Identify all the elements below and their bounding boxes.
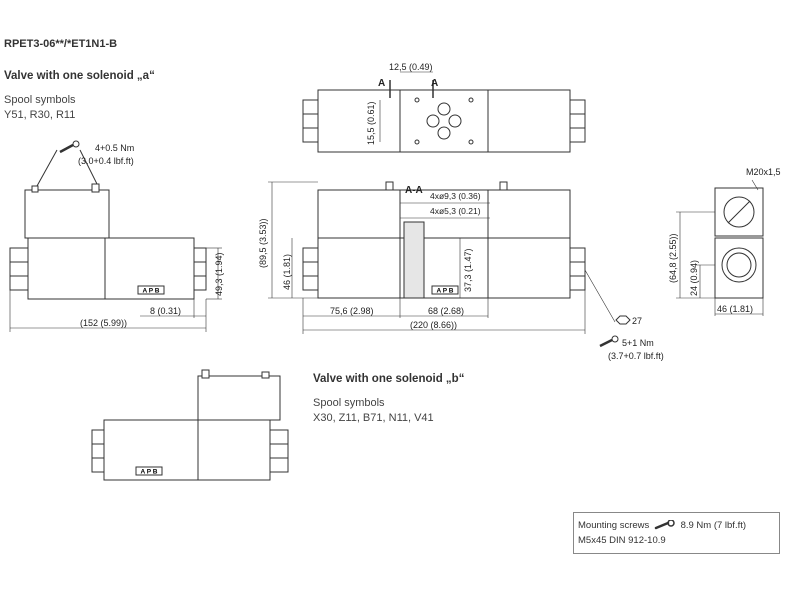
product-code-title: RPET3-06**/*ET1N1-B bbox=[4, 38, 118, 50]
end-view: M20x1,5 (64,8 (2.55)) 24 (0.94) 46 (1.81… bbox=[668, 167, 781, 316]
coil-body bbox=[27, 237, 195, 300]
dim-46-height: 46 (1.81) bbox=[282, 254, 292, 290]
dim-75-6: 75,6 (2.98) bbox=[330, 306, 374, 316]
variant-a-heading: Valve with one solenoid „a“ bbox=[4, 70, 155, 82]
top-view: A A 12,5 (0.49) 15,5 (0.61) bbox=[302, 62, 586, 153]
nameplate-label-b: A P B bbox=[141, 469, 158, 476]
nameplate-label: A P B bbox=[143, 288, 160, 295]
dim-torque-nut-2: (3.7+0.7 lbf.ft) bbox=[608, 351, 664, 361]
port-a bbox=[426, 114, 440, 128]
section-cut bbox=[403, 221, 425, 299]
hex-wrench-icon bbox=[615, 315, 631, 325]
front-section-view: A P B A-A 4xø9,3 (0.36) 4xø5,3 (0.21) 37… bbox=[258, 181, 664, 361]
dim-12-5: 12,5 (0.49) bbox=[389, 62, 433, 72]
solenoid-housing bbox=[24, 189, 110, 239]
section-title: A-A bbox=[405, 185, 423, 196]
dim-220: (220 (8.66)) bbox=[410, 320, 457, 330]
section-mark-left: A bbox=[378, 78, 385, 89]
front-upper-body bbox=[317, 189, 571, 239]
dim-torque-top-2: (3.0+0.4 lbf.ft) bbox=[78, 156, 134, 166]
variant-a-spool-list: Y51, R30, R11 bbox=[4, 109, 76, 121]
mounting-screws-box: Mounting screws 8.9 Nm (7 lbf.ft) M5x45 … bbox=[573, 512, 780, 554]
port-b bbox=[448, 114, 462, 128]
variant-a-spool-label: Spool symbols bbox=[4, 94, 76, 106]
dim-torque-nut-1: 5+1 Nm bbox=[622, 338, 654, 348]
mounting-screws-line: Mounting screws 8.9 Nm (7 lbf.ft) bbox=[578, 519, 747, 531]
dim-24: 24 (0.94) bbox=[689, 260, 699, 296]
side-view-solenoid-b: A P B bbox=[91, 369, 289, 481]
dim-46-width: 46 (1.81) bbox=[717, 304, 753, 314]
mounting-screws-label: Mounting screws bbox=[578, 520, 650, 531]
top-body bbox=[317, 89, 571, 153]
variant-b-heading: Valve with one solenoid „b“ bbox=[313, 373, 465, 385]
dim-torque-top-1: 4+0.5 Nm bbox=[95, 143, 134, 153]
end-view-connector bbox=[714, 187, 764, 237]
dim-wrench-size: 27 bbox=[632, 316, 642, 326]
port-t bbox=[437, 126, 451, 140]
dim-68: 68 (2.68) bbox=[428, 306, 464, 316]
variant-b-spool-list: X30, Z11, B71, N11, V41 bbox=[313, 412, 434, 424]
dim-64-8: (64,8 (2.55)) bbox=[668, 233, 678, 283]
dim-89-5: (89,5 (3.53)) bbox=[258, 218, 268, 268]
section-mark-right: A bbox=[431, 78, 438, 89]
connector-plug bbox=[9, 247, 29, 291]
side-view-solenoid-a: A P B 4+0.5 Nm (3.0+0.4 lbf.ft) 49,3 (1.… bbox=[9, 140, 224, 332]
dim-8: 8 (0.31) bbox=[150, 306, 181, 316]
variant-b-spool-label: Spool symbols bbox=[313, 397, 385, 409]
dim-37-3: 37,3 (1.47) bbox=[463, 248, 473, 292]
solenoid-b-housing bbox=[197, 375, 281, 421]
dim-152: (152 (5.99)) bbox=[80, 318, 127, 328]
dim-thread: M20x1,5 bbox=[746, 167, 781, 177]
dim-15-5: 15,5 (0.61) bbox=[366, 101, 376, 145]
dim-5-3: 4xø5,3 (0.21) bbox=[430, 206, 481, 216]
nameplate bbox=[137, 285, 165, 295]
locking-nut bbox=[193, 247, 207, 291]
torque-wrench-icon bbox=[654, 519, 675, 530]
dim-49-3: 49,3 (1.94) bbox=[214, 252, 224, 296]
port-p bbox=[437, 102, 451, 116]
dim-9-3: 4xø9,3 (0.36) bbox=[430, 191, 481, 201]
mounting-torque: 8.9 Nm (7 lbf.ft) bbox=[680, 520, 747, 531]
nameplate-label-front: A P B bbox=[437, 288, 454, 295]
mounting-screw-spec: M5x45 DIN 912-10.9 bbox=[578, 535, 666, 546]
coil-b-body bbox=[103, 419, 271, 481]
